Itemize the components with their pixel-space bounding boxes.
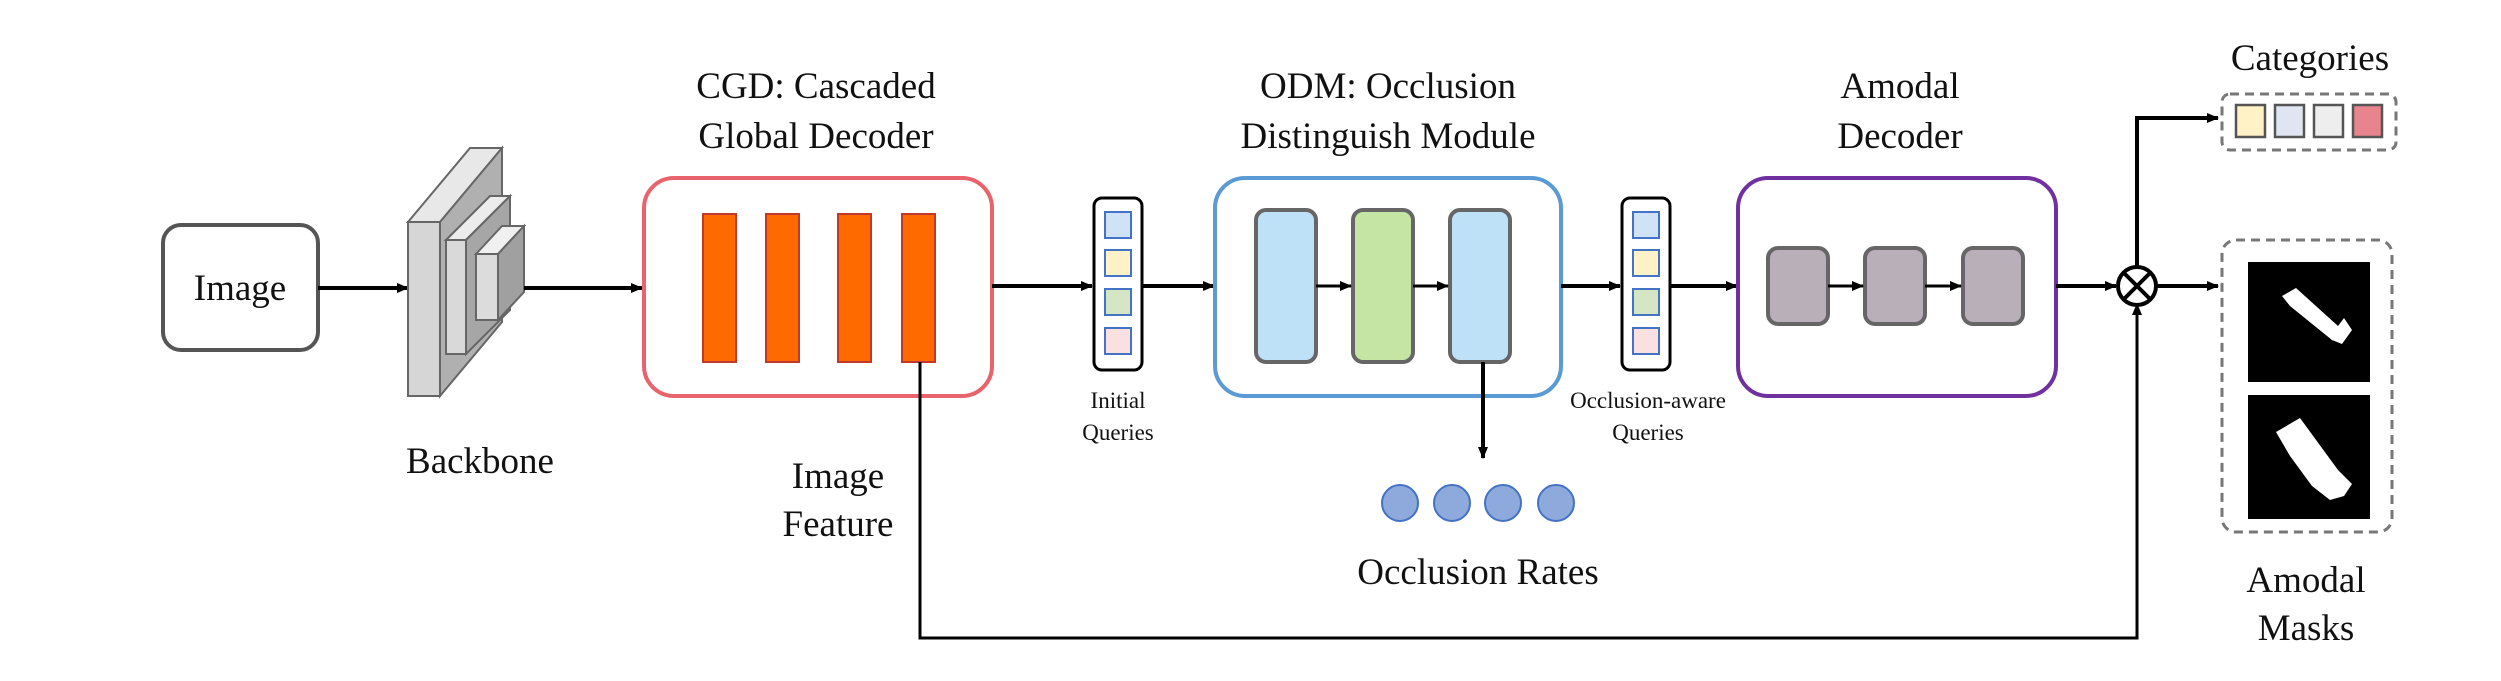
initial-queries-stack xyxy=(1092,196,1144,372)
odm-block-3 xyxy=(1448,208,1512,364)
occlusion-aware-queries-stack xyxy=(1620,196,1672,372)
odm-title-line2: Distinguish Module xyxy=(1241,116,1536,157)
query-token-blue xyxy=(1104,211,1132,239)
occlusion-rates-label: Occlusion Rates xyxy=(1357,552,1598,593)
amodal-masks-line2: Masks xyxy=(2258,608,2355,649)
cgd-decoder-layer-3 xyxy=(837,213,872,363)
backbone-label: Backbone xyxy=(406,441,554,482)
cgd-module xyxy=(642,176,994,398)
occlusion-aware-queries-line2: Queries xyxy=(1612,420,1684,445)
cgd-border xyxy=(642,176,994,398)
occlusion-rate-dot-2 xyxy=(1433,484,1471,522)
categories-group xyxy=(2220,92,2398,152)
query-token-pink xyxy=(1104,327,1132,355)
initial-queries-line2: Queries xyxy=(1082,420,1154,445)
categories-label: Categories xyxy=(2231,38,2389,79)
query-token-yellow xyxy=(1104,249,1132,277)
amodal-masks-line1: Amodal xyxy=(2246,560,2365,601)
amodal-masks-group xyxy=(2220,238,2394,534)
cgd-title-line1: CGD: Cascaded xyxy=(696,66,936,107)
occlusion-rate-dot-3 xyxy=(1484,484,1522,522)
odm-title-line1: ODM: Occlusion xyxy=(1260,66,1516,107)
oa-query-token-yellow xyxy=(1632,249,1660,277)
input-image-node: Image xyxy=(161,223,320,352)
query-token-green xyxy=(1104,288,1132,316)
cgd-decoder-layer-4 xyxy=(901,213,936,363)
cgd-decoder-layer-2 xyxy=(765,213,800,363)
amodal-mask-1-shape xyxy=(2282,288,2352,344)
amodal-block-1 xyxy=(1766,246,1830,326)
amodal-decoder-title-line1: Amodal xyxy=(1840,66,1959,107)
oa-query-token-blue xyxy=(1632,211,1660,239)
image-feature-line1: Image xyxy=(792,456,884,497)
amodal-decoder-module xyxy=(1736,176,2058,398)
initial-queries-line1: Initial xyxy=(1091,388,1146,413)
odm-module xyxy=(1213,176,1563,398)
odm-block-2 xyxy=(1351,208,1415,364)
cgd-decoder-layer-1 xyxy=(702,213,737,363)
category-swatch-gray xyxy=(2312,103,2345,139)
arrow-to-categories xyxy=(2135,113,2219,267)
oa-query-token-pink xyxy=(1632,327,1660,355)
occlusion-aware-queries-line1: Occlusion-aware xyxy=(1570,388,1726,413)
amodal-mask-2-shape xyxy=(2276,418,2352,500)
cgd-title-line2: Global Decoder xyxy=(698,116,933,157)
multiply-operator-icon xyxy=(2116,265,2158,307)
amodal-block-2 xyxy=(1863,246,1927,326)
image-feature-line2: Feature xyxy=(783,504,894,545)
backbone-icon xyxy=(405,145,527,399)
occlusion-rate-dot-1 xyxy=(1381,484,1419,522)
amodal-decoder-title-line2: Decoder xyxy=(1837,116,1962,157)
oa-query-token-green xyxy=(1632,288,1660,316)
category-swatch-yellow xyxy=(2234,103,2267,139)
amodal-mask-1 xyxy=(2248,262,2370,382)
category-swatch-blue xyxy=(2273,103,2306,139)
occlusion-rates-circles xyxy=(1381,484,1575,522)
odm-block-1 xyxy=(1254,208,1318,364)
amodal-block-3 xyxy=(1961,246,2025,326)
arrow-image-feature-to-multiply xyxy=(918,303,2142,640)
category-swatch-red xyxy=(2351,103,2384,139)
input-image-label: Image xyxy=(194,268,286,309)
occlusion-rate-dot-4 xyxy=(1537,484,1575,522)
